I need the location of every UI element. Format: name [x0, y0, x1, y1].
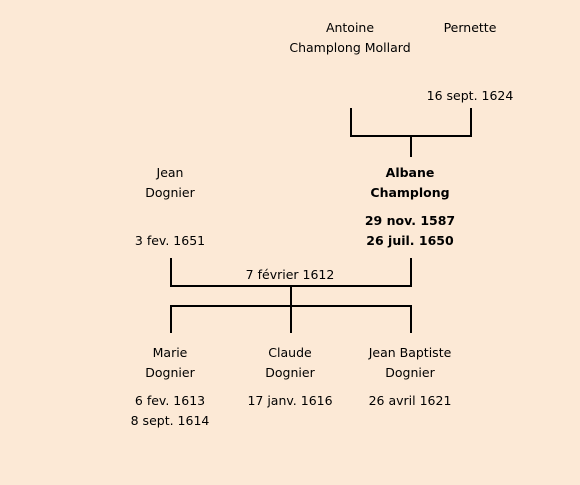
marie-death-date: 8 sept. 1614	[130, 413, 210, 428]
person-first-name: Pernette	[443, 20, 497, 35]
marriage-date: 7 février 1612	[245, 267, 335, 282]
person-surname: Dognier	[145, 185, 195, 200]
person-surname: Dognier	[265, 365, 315, 380]
person-surname: Champlong	[370, 185, 450, 200]
claude-birth-date: 17 janv. 1616	[247, 393, 333, 408]
person-first-name: Claude	[268, 345, 312, 360]
child-claude[interactable]: Claude Dognier	[230, 343, 350, 383]
person-albane-champlong[interactable]: Albane Champlong	[350, 163, 470, 203]
pernette-death-date: 16 sept. 1624	[426, 88, 514, 103]
albane-death-date: 26 juil. 1650	[366, 233, 454, 248]
albane-birth-date: 29 nov. 1587	[364, 213, 456, 228]
person-jean-dognier[interactable]: Jean Dognier	[110, 163, 230, 203]
person-antoine[interactable]: Antoine Champlong Mollard	[280, 18, 420, 58]
person-first-name: Jean Baptiste	[368, 345, 452, 360]
person-pernette[interactable]: Pernette	[410, 18, 530, 38]
marie-birth-date: 6 fev. 1613	[134, 393, 206, 408]
child-marie[interactable]: Marie Dognier	[110, 343, 230, 383]
jean-baptiste-birth-date: 26 avril 1621	[368, 393, 452, 408]
person-first-name: Albane	[385, 165, 435, 180]
jean-death-date: 3 fev. 1651	[134, 233, 206, 248]
person-first-name: Antoine	[325, 20, 375, 35]
person-surname: Dognier	[385, 365, 435, 380]
child-jean-baptiste[interactable]: Jean Baptiste Dognier	[345, 343, 475, 383]
person-surname: Champlong Mollard	[289, 40, 411, 55]
person-first-name: Jean	[156, 165, 184, 180]
person-surname: Dognier	[145, 365, 195, 380]
person-first-name: Marie	[152, 345, 188, 360]
